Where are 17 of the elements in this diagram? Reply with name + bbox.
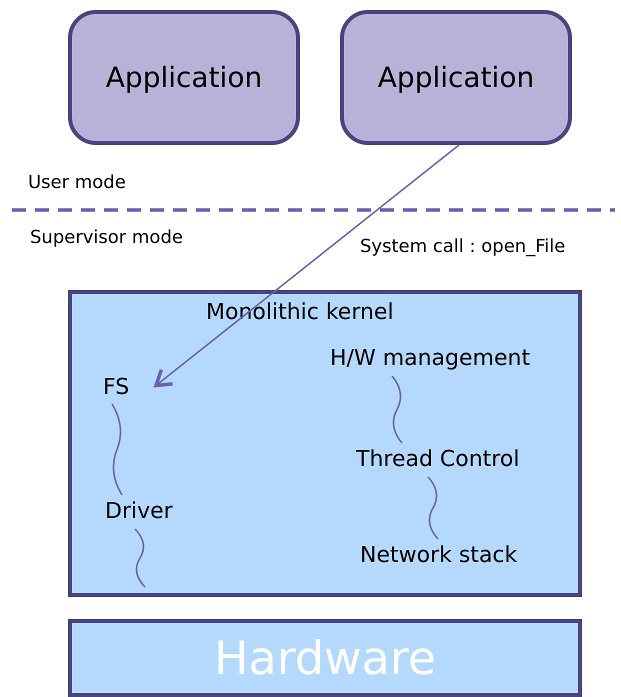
wavy-connector [134, 528, 146, 588]
arrow [154, 144, 460, 388]
wavy-connector [427, 476, 439, 540]
component-label: Driver [105, 495, 183, 527]
kernel-box [68, 290, 582, 597]
wavy-connector [391, 376, 403, 444]
component-label: FS [103, 372, 155, 402]
kernel-title: Monolithic kernel [206, 299, 394, 327]
mode-label: User mode [28, 171, 126, 195]
component-label: H/W management [330, 342, 550, 374]
hardware-box: Hardware [68, 619, 582, 697]
mode-label: Supervisor mode [30, 226, 183, 250]
wavy-connector [111, 404, 123, 496]
application-box: Application [340, 10, 572, 145]
component-label: Network stack [360, 539, 532, 571]
application-box: Application [68, 10, 300, 145]
component-label: Thread Control [356, 443, 540, 475]
